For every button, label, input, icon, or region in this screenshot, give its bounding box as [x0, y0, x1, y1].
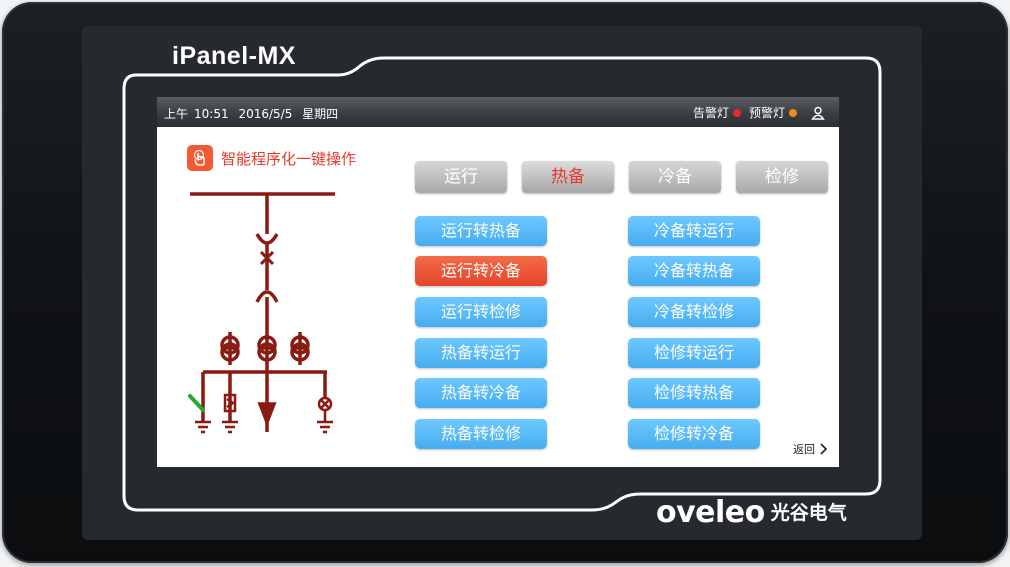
op-button-cold-to-run[interactable]: 冷备转运行	[628, 216, 760, 246]
single-line-diagram	[188, 192, 335, 434]
load-arrow-icon	[257, 402, 277, 427]
isolator-upper-icon	[255, 233, 279, 245]
back-button[interactable]: 返回	[793, 441, 829, 457]
op-button-maint-to-cold[interactable]: 检修转冷备	[628, 419, 760, 449]
alarm-light-label: 告警灯	[692, 106, 729, 120]
prewarning-light-icon	[789, 108, 797, 117]
op-button-hot-to-run[interactable]: 热备转运行	[415, 338, 547, 368]
company-logo: oveleo 光谷电气	[656, 497, 847, 529]
back-label: 返回	[793, 443, 815, 456]
user-icon[interactable]	[811, 106, 825, 120]
arrester-icon	[223, 393, 237, 413]
op-button-hot-to-cold[interactable]: 热备转冷备	[415, 378, 547, 408]
logo-wordmark: oveleo	[656, 495, 765, 530]
op-button-run-to-hot[interactable]: 运行转热备	[415, 216, 547, 246]
alarm-light-icon	[732, 108, 741, 117]
op-button-cold-to-maint[interactable]: 冷备转检修	[628, 297, 760, 327]
status-date: 2016/5/5	[238, 107, 293, 121]
voltage-transformer-icon	[317, 396, 333, 422]
clock-time: 10:51	[194, 107, 229, 121]
status-bar: 上午 10:51 2016/5/5 星期四 告警灯 预警灯	[157, 97, 839, 127]
op-button-maint-to-hot[interactable]: 检修转热备	[628, 378, 760, 408]
logo-chinese-name: 光谷电气	[770, 502, 847, 524]
mode-button-cold-standby[interactable]: 冷备	[629, 161, 721, 193]
hand-touch-icon	[187, 145, 213, 171]
ground-switch-icon[interactable]	[188, 394, 205, 412]
status-weekday: 星期四	[302, 107, 339, 121]
status-indicators: 告警灯 预警灯	[693, 104, 825, 121]
current-transformer-icon	[220, 332, 310, 365]
prewarning-light-label: 预警灯	[748, 106, 785, 120]
page-header: 智能程序化一键操作	[187, 145, 356, 171]
op-button-cold-to-hot[interactable]: 冷备转热备	[628, 256, 760, 286]
ground-icon	[195, 420, 333, 434]
mode-button-running[interactable]: 运行	[415, 161, 507, 193]
touch-screen: 上午 10:51 2016/5/5 星期四 告警灯 预警灯 智能程序化一键操作	[157, 97, 839, 467]
op-button-run-to-cold[interactable]: 运行转冷备	[415, 256, 547, 286]
time-period: 上午	[164, 107, 189, 121]
chevron-right-icon	[820, 443, 828, 455]
op-button-hot-to-maint[interactable]: 热备转检修	[415, 419, 547, 449]
mode-button-hot-standby[interactable]: 热备	[522, 161, 614, 193]
isolator-lower-icon	[255, 290, 279, 303]
device-brand: iPanel-MX	[172, 42, 296, 70]
op-button-maint-to-run[interactable]: 检修转运行	[628, 338, 760, 368]
mode-button-maintenance[interactable]: 检修	[736, 161, 828, 193]
status-datetime: 上午 10:51 2016/5/5 星期四	[164, 105, 344, 122]
page-title: 智能程序化一键操作	[221, 149, 357, 168]
breaker-icon	[259, 250, 275, 266]
op-button-run-to-maint[interactable]: 运行转检修	[415, 297, 547, 327]
